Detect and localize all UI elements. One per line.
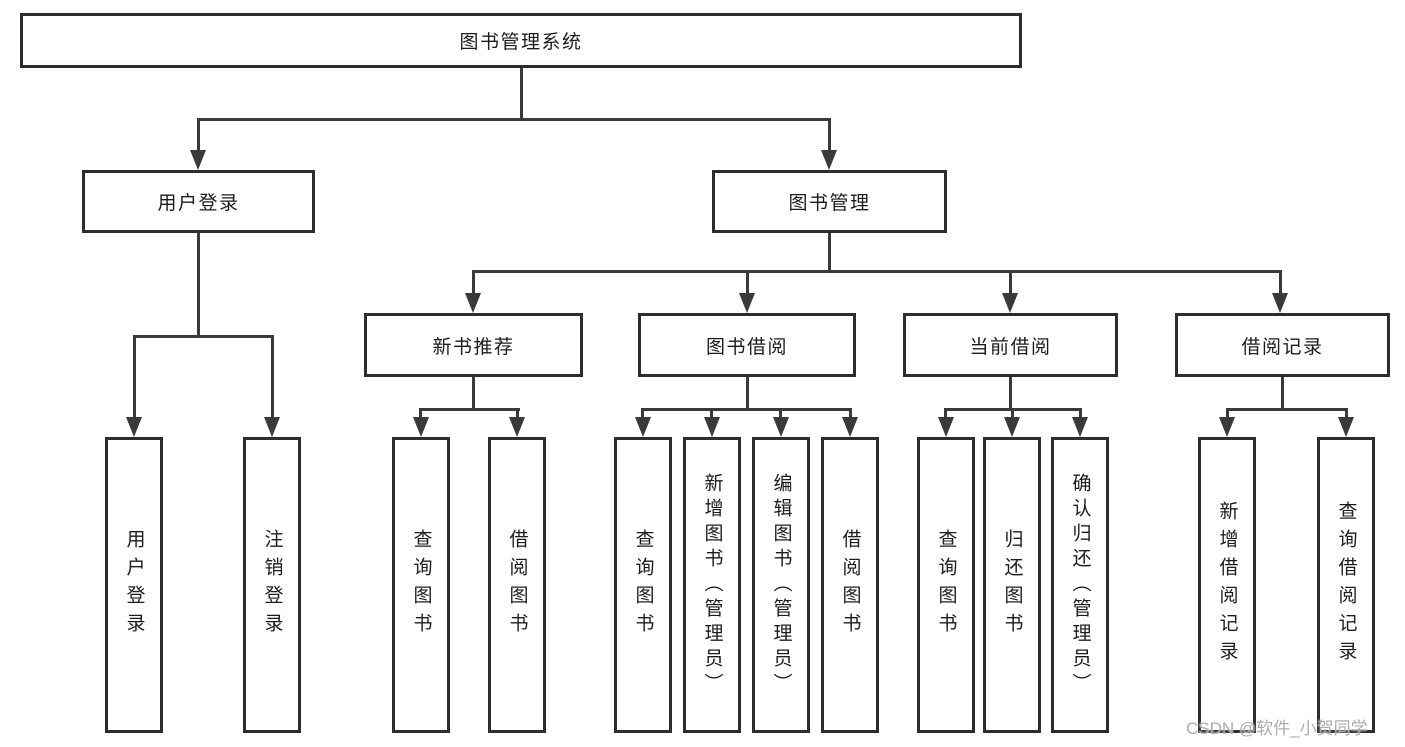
leaf-return-books: 归还图书 xyxy=(983,437,1041,733)
arrow-down-icon xyxy=(1004,417,1020,437)
connector-line xyxy=(133,335,274,338)
connector-line xyxy=(1009,377,1012,410)
node-borrow-records: 借阅记录 xyxy=(1175,313,1390,377)
arrow-down-icon xyxy=(842,417,858,437)
connector-line xyxy=(828,233,831,270)
leaf-query-books-current: 查询图书 xyxy=(917,437,975,733)
leaf-label: 查询图书 xyxy=(632,529,654,641)
connector-line xyxy=(1345,408,1348,419)
node-label: 图书管理系统 xyxy=(459,32,583,53)
arrow-down-icon xyxy=(773,417,789,437)
node-label: 借阅记录 xyxy=(1241,336,1324,358)
leaf-confirm-return-admin: 确认归还（管理员） xyxy=(1051,437,1109,733)
arrow-down-icon xyxy=(190,150,206,170)
connector-line xyxy=(472,270,1282,273)
connector-line xyxy=(641,408,644,419)
leaf-logout: 注销登录 xyxy=(243,437,301,733)
arrow-down-icon xyxy=(1002,293,1018,313)
arrow-down-icon xyxy=(704,417,720,437)
leaf-label: 编辑图书（管理员） xyxy=(770,472,792,698)
connector-line xyxy=(849,408,852,419)
node-user-login: 用户登录 xyxy=(82,170,315,233)
connector-line xyxy=(472,270,475,295)
leaf-add-books-admin: 新增图书（管理员） xyxy=(683,437,741,733)
connector-line xyxy=(1226,408,1348,411)
connector-line xyxy=(746,377,749,410)
node-label: 当前借阅 xyxy=(969,336,1052,358)
leaf-edit-books-admin: 编辑图书（管理员） xyxy=(752,437,810,733)
leaf-label: 新增图书（管理员） xyxy=(701,472,723,698)
connector-line xyxy=(516,408,519,419)
connector-line xyxy=(419,408,422,419)
csdn-watermark: CSDN @软件_小贺同学 xyxy=(1186,719,1368,738)
arrow-down-icon xyxy=(1338,417,1354,437)
leaf-label: 归还图书 xyxy=(1001,529,1023,641)
connector-line xyxy=(197,118,200,152)
node-book-management: 图书管理 xyxy=(712,170,947,233)
arrow-down-icon xyxy=(635,417,651,437)
connector-line xyxy=(1281,377,1284,410)
arrow-down-icon xyxy=(938,417,954,437)
connector-line xyxy=(1079,408,1082,419)
leaf-label: 注销登录 xyxy=(261,529,283,641)
connector-line xyxy=(520,68,523,118)
connector-line xyxy=(746,270,749,295)
connector-line xyxy=(828,118,831,152)
arrow-down-icon xyxy=(821,150,837,170)
node-root-library-system: 图书管理系统 xyxy=(20,13,1022,68)
leaf-label: 查询图书 xyxy=(410,529,432,641)
connector-line xyxy=(197,233,200,335)
arrow-down-icon xyxy=(126,417,142,437)
connector-line xyxy=(1011,408,1014,419)
connector-line xyxy=(710,408,713,419)
connector-line xyxy=(197,118,831,121)
connector-line xyxy=(472,377,475,410)
node-label: 图书借阅 xyxy=(705,336,788,358)
arrow-down-icon xyxy=(509,417,525,437)
leaf-label: 查询图书 xyxy=(935,529,957,641)
arrow-down-icon xyxy=(413,417,429,437)
connector-line xyxy=(419,408,520,411)
connector-line xyxy=(641,408,852,411)
leaf-label: 查询借阅记录 xyxy=(1335,501,1357,669)
leaf-label: 用户登录 xyxy=(123,529,145,641)
node-label: 图书管理 xyxy=(788,193,871,214)
connector-line xyxy=(271,335,274,419)
arrow-down-icon xyxy=(1272,293,1288,313)
node-current-borrow: 当前借阅 xyxy=(903,313,1118,377)
connector-line xyxy=(133,335,136,419)
connector-line xyxy=(1226,408,1229,419)
arrow-down-icon xyxy=(264,417,280,437)
leaf-query-books-recommend: 查询图书 xyxy=(392,437,450,733)
node-label: 新书推荐 xyxy=(432,336,515,358)
connector-line xyxy=(1279,270,1282,295)
connector-line xyxy=(1009,270,1012,295)
leaf-query-books-borrow: 查询图书 xyxy=(614,437,672,733)
arrow-down-icon xyxy=(1219,417,1235,437)
leaf-query-borrow-record: 查询借阅记录 xyxy=(1317,437,1375,733)
leaf-add-borrow-record: 新增借阅记录 xyxy=(1198,437,1256,733)
leaf-label: 新增借阅记录 xyxy=(1216,501,1238,669)
arrow-down-icon xyxy=(739,293,755,313)
node-book-borrow: 图书借阅 xyxy=(638,313,856,377)
connector-line xyxy=(779,408,782,419)
node-label: 用户登录 xyxy=(157,193,240,214)
leaf-borrow-books: 借阅图书 xyxy=(821,437,879,733)
arrow-down-icon xyxy=(465,293,481,313)
leaf-borrow-books-recommend: 借阅图书 xyxy=(488,437,546,733)
leaf-label: 借阅图书 xyxy=(506,529,528,641)
leaf-label: 确认归还（管理员） xyxy=(1069,472,1091,698)
arrow-down-icon xyxy=(1072,417,1088,437)
leaf-label: 借阅图书 xyxy=(839,529,861,641)
connector-line xyxy=(944,408,947,419)
leaf-user-login: 用户登录 xyxy=(105,437,163,733)
node-new-book-recommend: 新书推荐 xyxy=(364,313,583,377)
